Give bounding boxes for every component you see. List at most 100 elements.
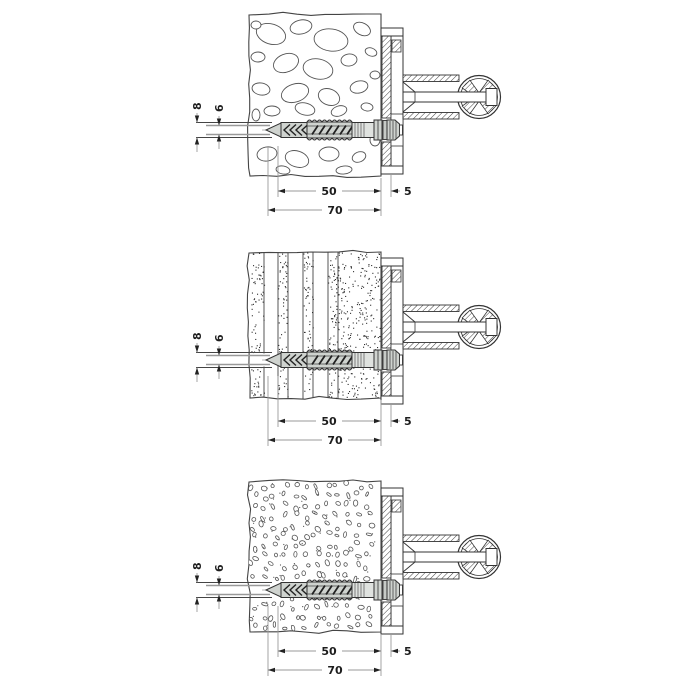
brick-dot <box>365 300 367 302</box>
brick-dot <box>278 288 280 290</box>
brick-dot <box>342 343 344 345</box>
brick-dot <box>351 388 353 390</box>
pore-bubble <box>354 614 361 621</box>
pore-speck <box>296 481 298 483</box>
brick-dot <box>353 327 355 329</box>
pore-bubble <box>271 601 277 607</box>
pore-bubble <box>356 522 362 528</box>
brick-dot <box>350 345 352 347</box>
brick-dot <box>258 274 260 276</box>
brick-dot <box>258 264 260 266</box>
brick-dot <box>350 253 352 255</box>
brick-dot <box>309 321 311 323</box>
rod-end-block <box>485 548 498 566</box>
brick-dot <box>253 282 255 284</box>
brick-dot <box>358 257 360 259</box>
brick-dot <box>336 288 338 290</box>
brick-dot <box>303 287 305 289</box>
pore-bubble <box>355 622 361 628</box>
pore-speck <box>290 605 292 608</box>
pore-speck <box>368 513 370 515</box>
wall-texture-brick <box>251 250 381 400</box>
brick-dot <box>369 295 371 297</box>
brick-dot <box>366 330 368 332</box>
brick-dot <box>261 298 263 300</box>
pore-bubble <box>283 527 288 532</box>
brick-dot <box>328 275 330 277</box>
pore-bubble <box>299 615 306 621</box>
brick-dot <box>366 256 368 258</box>
pore-bubble <box>263 533 268 539</box>
pore-bubble <box>314 622 319 628</box>
pore-bubble <box>261 543 266 550</box>
brick-dot <box>350 267 352 269</box>
brick-dot <box>286 316 288 318</box>
brick-dot <box>285 383 287 385</box>
brick-dot <box>364 276 366 278</box>
brick-dot <box>285 271 287 273</box>
pore-bubble <box>252 531 257 538</box>
brick-dot <box>304 390 306 392</box>
brick-dot <box>264 284 266 286</box>
brick-dot <box>355 318 357 320</box>
bracket-cap-top <box>380 27 404 37</box>
pore-bubble <box>260 516 265 523</box>
brick-dot <box>333 279 335 281</box>
brick-dot <box>338 274 340 276</box>
pore-bubble <box>365 532 373 537</box>
brick-dot <box>365 255 367 257</box>
brick-dot <box>373 388 375 390</box>
brick-dot <box>356 304 358 306</box>
brick-dot <box>369 292 371 294</box>
brick-dot <box>336 305 338 307</box>
brick-dot <box>263 392 265 394</box>
pore-bubble <box>249 526 255 532</box>
aggregate-stone <box>251 82 271 96</box>
brick-dot <box>337 280 339 282</box>
brick-dot <box>309 324 311 326</box>
pore-bubble <box>253 622 258 628</box>
pore-speck <box>263 547 265 549</box>
pore-speck <box>280 619 282 621</box>
brick-dot <box>352 283 354 285</box>
brick-dot <box>346 300 348 302</box>
dimension-arrow <box>278 418 285 424</box>
brick-dot <box>374 343 376 345</box>
connecting-rod <box>402 321 489 333</box>
pore-speck <box>303 525 305 527</box>
pore-bubble <box>324 600 329 608</box>
pore-bubble <box>272 541 278 547</box>
pore-speck <box>357 558 359 560</box>
brick-dot <box>376 391 378 393</box>
brick-dot <box>362 303 364 305</box>
brick-dot <box>379 278 381 280</box>
brick-dot <box>341 252 343 254</box>
dimension-arrow <box>216 578 222 586</box>
brick-dot <box>310 374 312 376</box>
brick-dot <box>340 278 342 280</box>
pore-bubble <box>324 520 330 526</box>
pore-bubble <box>282 626 288 631</box>
brick-dot <box>334 274 336 276</box>
brick-dot <box>357 285 359 287</box>
pore-bubble <box>334 493 340 497</box>
brick-dot <box>279 271 281 273</box>
brick-dot <box>329 277 331 279</box>
pore-bubble <box>353 539 361 546</box>
dim-label-embedment-depth: 50 <box>321 415 337 428</box>
brick-dot <box>283 382 285 384</box>
brick-dot <box>305 315 307 317</box>
connecting-rod <box>402 91 489 103</box>
brick-dot <box>306 268 308 270</box>
brick-dot <box>285 275 287 277</box>
brick-dot <box>362 314 364 316</box>
dim-label-bracket-plate: 5 <box>404 415 412 428</box>
brick-dot <box>251 369 253 371</box>
pore-bubble <box>252 556 259 562</box>
pore-speck <box>301 500 303 502</box>
brick-dot <box>340 369 342 371</box>
brick-dot <box>377 347 379 349</box>
brick-dot <box>339 309 341 311</box>
brick-dot <box>336 277 338 279</box>
brick-dot <box>370 304 372 306</box>
